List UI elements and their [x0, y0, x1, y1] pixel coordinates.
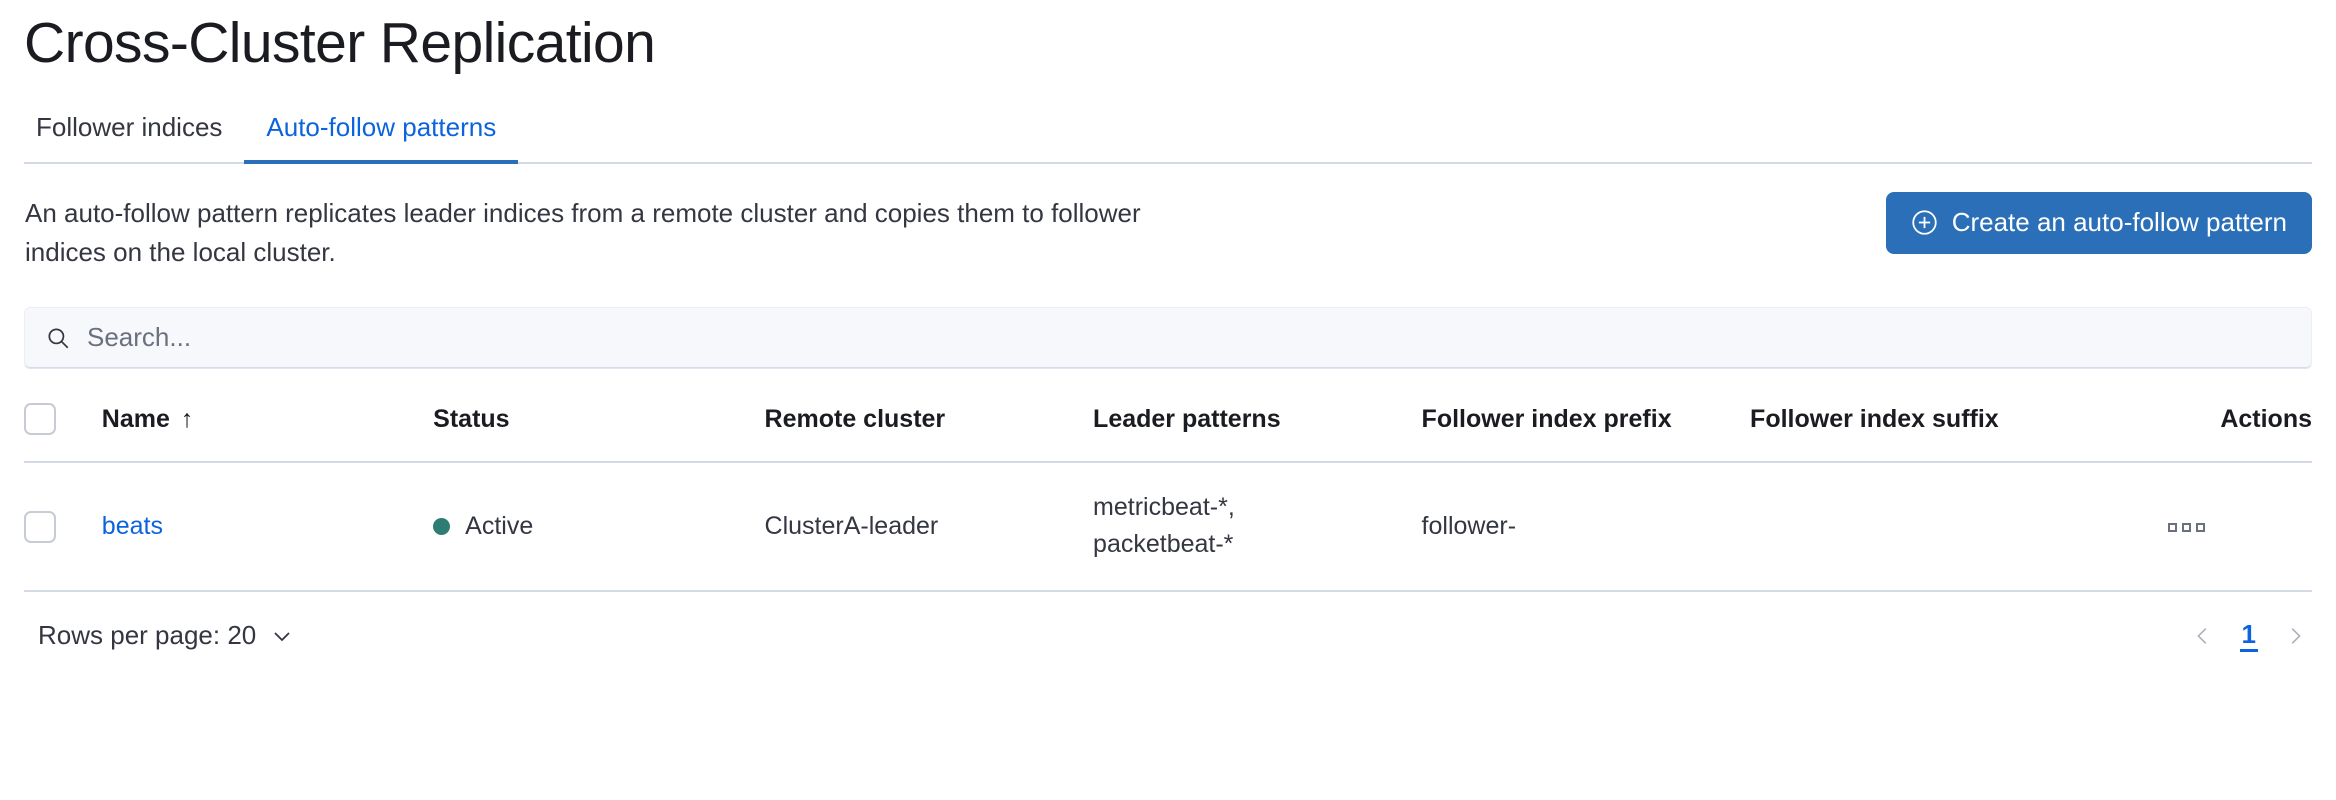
column-header-actions: Actions [2168, 403, 2312, 462]
cell-follower-index-prefix: follower- [1421, 511, 1517, 540]
tab-auto-follow-patterns[interactable]: Auto-follow patterns [244, 111, 519, 164]
leader-pattern-line-2: packetbeat-* [1093, 530, 1234, 559]
pattern-name-link[interactable]: beats [101, 511, 163, 540]
column-header-remote-cluster[interactable]: Remote cluster [765, 403, 1094, 462]
create-button-label: Create an auto-follow pattern [1951, 207, 2287, 238]
table-header: Name ↑ Status Remote cluster Leader patte… [24, 402, 2312, 462]
column-header-follower-index-prefix-label: Follower index prefix [1421, 405, 1672, 434]
rows-per-page-selector[interactable]: Rows per page: 20 [38, 620, 294, 651]
search-input[interactable] [87, 307, 2291, 368]
select-all-header [24, 402, 102, 462]
cell-leader-patterns: metricbeat-*, packetbeat-* [1093, 462, 1422, 591]
page-description: An auto-follow pattern replicates leader… [25, 197, 1141, 268]
column-header-status-label: Status [433, 405, 510, 434]
page-title: Cross-Cluster Replication [24, 11, 656, 75]
status-label: Active [465, 511, 534, 540]
plus-in-circle-icon [1911, 209, 1938, 236]
chevron-left-icon[interactable] [2192, 620, 2214, 652]
column-header-follower-index-prefix[interactable]: Follower index prefix [1422, 403, 1751, 462]
pagination: 1 [2192, 620, 2306, 652]
column-header-follower-index-suffix[interactable]: Follower index suffix [1750, 403, 2168, 462]
intro-section: An auto-follow pattern replicates leader… [24, 191, 2312, 273]
status-dot-icon [433, 517, 451, 535]
column-header-follower-index-suffix-label: Follower index suffix [1750, 405, 1999, 434]
row-select-checkbox[interactable] [24, 511, 56, 544]
select-all-checkbox[interactable] [24, 402, 56, 435]
cell-status: Active [433, 462, 764, 591]
table-header-row: Name ↑ Status Remote cluster Leader patte… [24, 402, 2312, 462]
column-header-actions-label: Actions [2220, 405, 2312, 434]
column-header-leader-patterns-label: Leader patterns [1093, 405, 1281, 434]
column-header-name-label: Name [101, 405, 170, 434]
more-actions-icon[interactable] [2167, 522, 2205, 532]
column-header-status[interactable]: Status [433, 403, 764, 462]
search-bar[interactable] [24, 306, 2312, 369]
auto-follow-patterns-table: Name ↑ Status Remote cluster Leader patte… [24, 402, 2312, 592]
column-header-name[interactable]: Name ↑ [102, 403, 433, 462]
table-row: beats Active ClusterA-leader metricbeat-… [24, 462, 2312, 591]
cell-actions [2167, 462, 2312, 591]
cell-remote-cluster: ClusterA-leader [764, 511, 939, 540]
tab-follower-indices[interactable]: Follower indices [24, 114, 244, 162]
pagination-page-1[interactable]: 1 [2239, 620, 2258, 652]
tab-follower-indices-label: Follower indices [36, 111, 223, 142]
create-auto-follow-pattern-button[interactable]: Create an auto-follow pattern [1885, 191, 2312, 254]
chevron-down-icon [270, 624, 294, 648]
tab-bar: Follower indices Auto-follow patterns [24, 114, 2312, 164]
leader-pattern-line-1: metricbeat-*, [1093, 492, 1235, 521]
search-icon [45, 325, 71, 351]
column-header-leader-patterns[interactable]: Leader patterns [1093, 403, 1422, 462]
table-body: beats Active ClusterA-leader metricbeat-… [24, 462, 2312, 591]
cell-follower-index-suffix [1750, 462, 2168, 591]
table-footer: Rows per page: 20 1 [24, 620, 2312, 652]
row-select-cell [24, 462, 102, 591]
cell-name: beats [102, 462, 433, 591]
rows-per-page-label: Rows per page: 20 [38, 620, 257, 651]
chevron-right-icon[interactable] [2284, 620, 2306, 652]
tab-auto-follow-patterns-label: Auto-follow patterns [266, 111, 497, 142]
sort-ascending-icon: ↑ [180, 405, 194, 434]
column-header-remote-cluster-label: Remote cluster [764, 405, 946, 434]
